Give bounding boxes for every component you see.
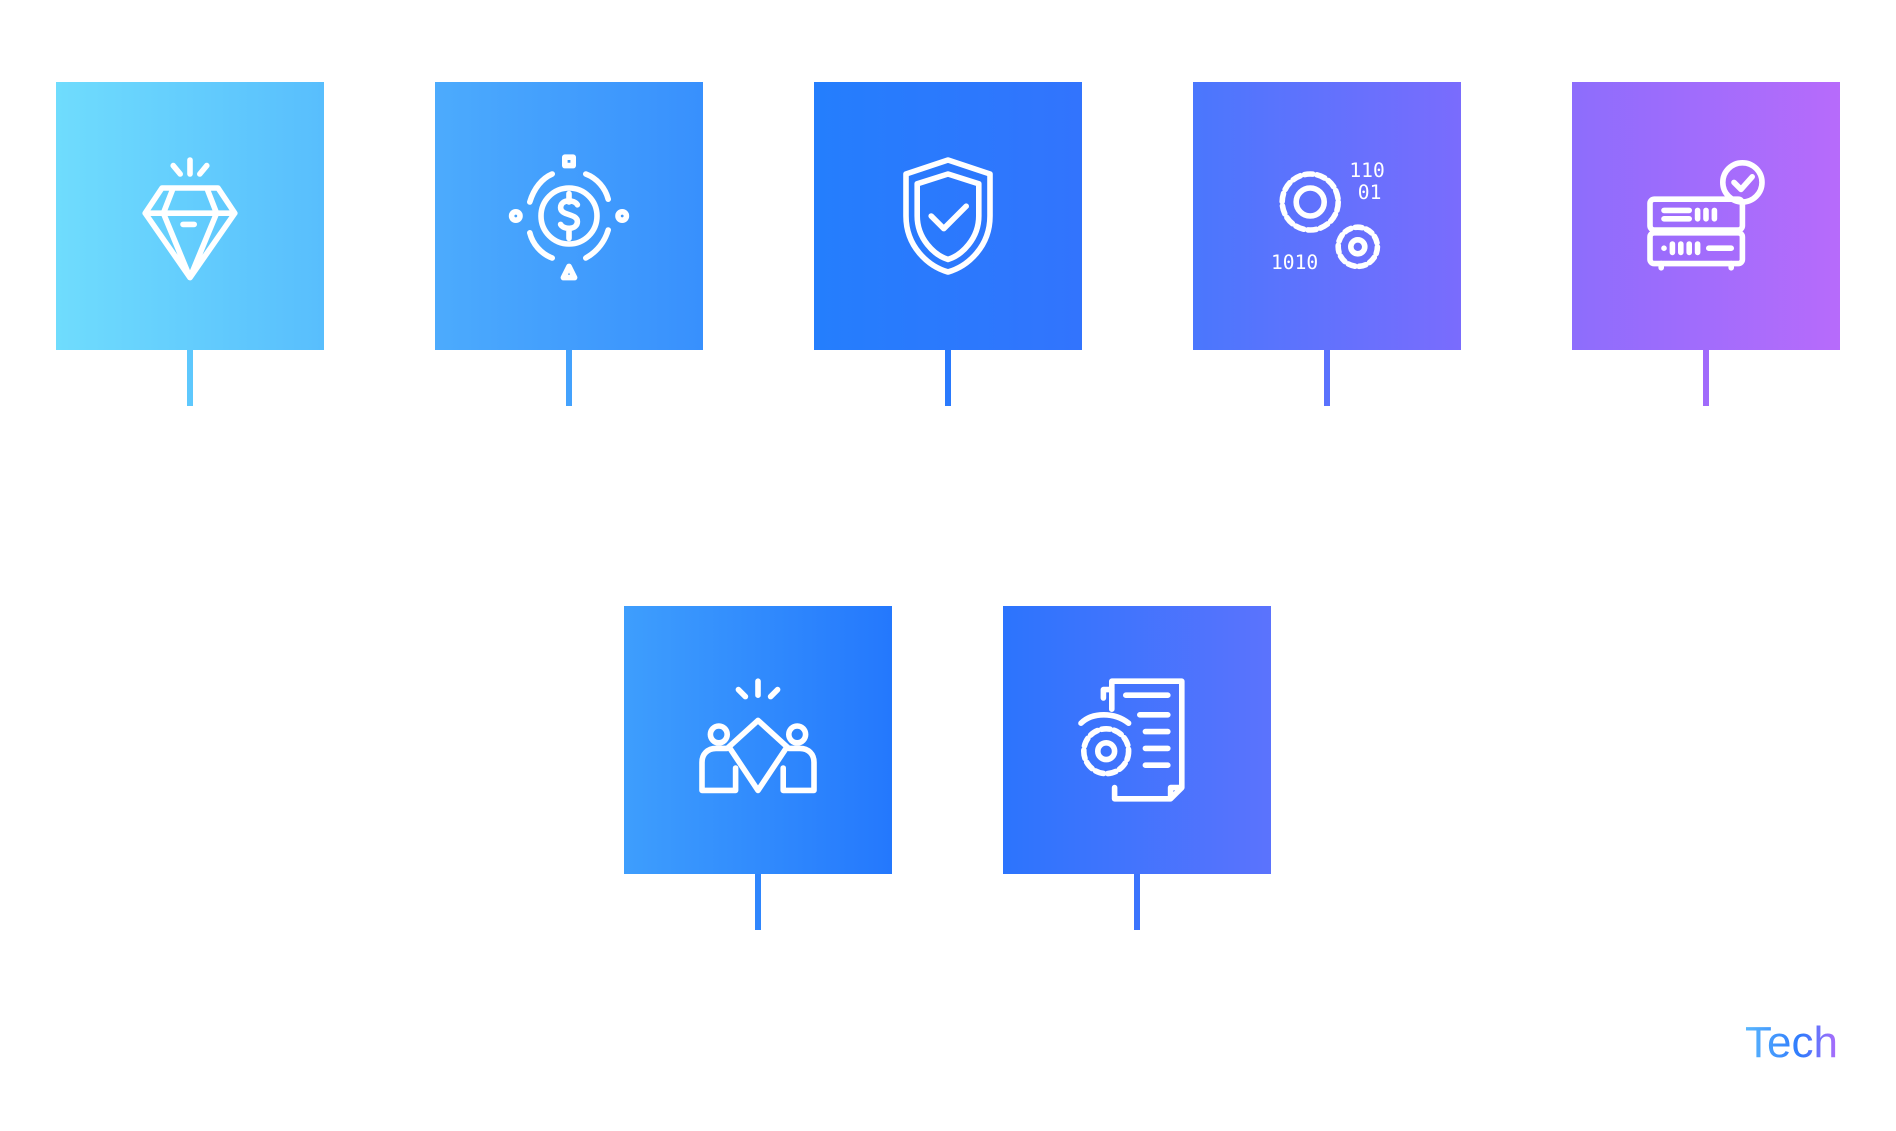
dollar-cycle-icon [508, 154, 630, 281]
diamond-icon [142, 157, 238, 281]
connector-line [1324, 350, 1330, 406]
connector-line [1703, 350, 1709, 406]
tile-diamond [56, 82, 324, 350]
document-gear-icon [1078, 678, 1185, 802]
tile-finance [435, 82, 703, 350]
connector-line [187, 350, 193, 406]
connector-line [566, 350, 572, 406]
connector-line [1134, 874, 1140, 930]
brand-logo: Tech [1745, 1018, 1838, 1067]
server-check-icon [1647, 160, 1765, 271]
tile-documentation [1003, 606, 1271, 874]
tile-teamwork [624, 606, 892, 874]
svg-text:110: 110 [1349, 159, 1384, 182]
svg-text:01: 01 [1358, 181, 1382, 204]
tile-security [814, 82, 1082, 350]
shield-check-icon [903, 157, 993, 275]
high-five-icon [699, 678, 817, 794]
tile-server [1572, 82, 1840, 350]
connector-line [755, 874, 761, 930]
svg-text:1010: 1010 [1271, 251, 1318, 274]
connector-line [945, 350, 951, 406]
